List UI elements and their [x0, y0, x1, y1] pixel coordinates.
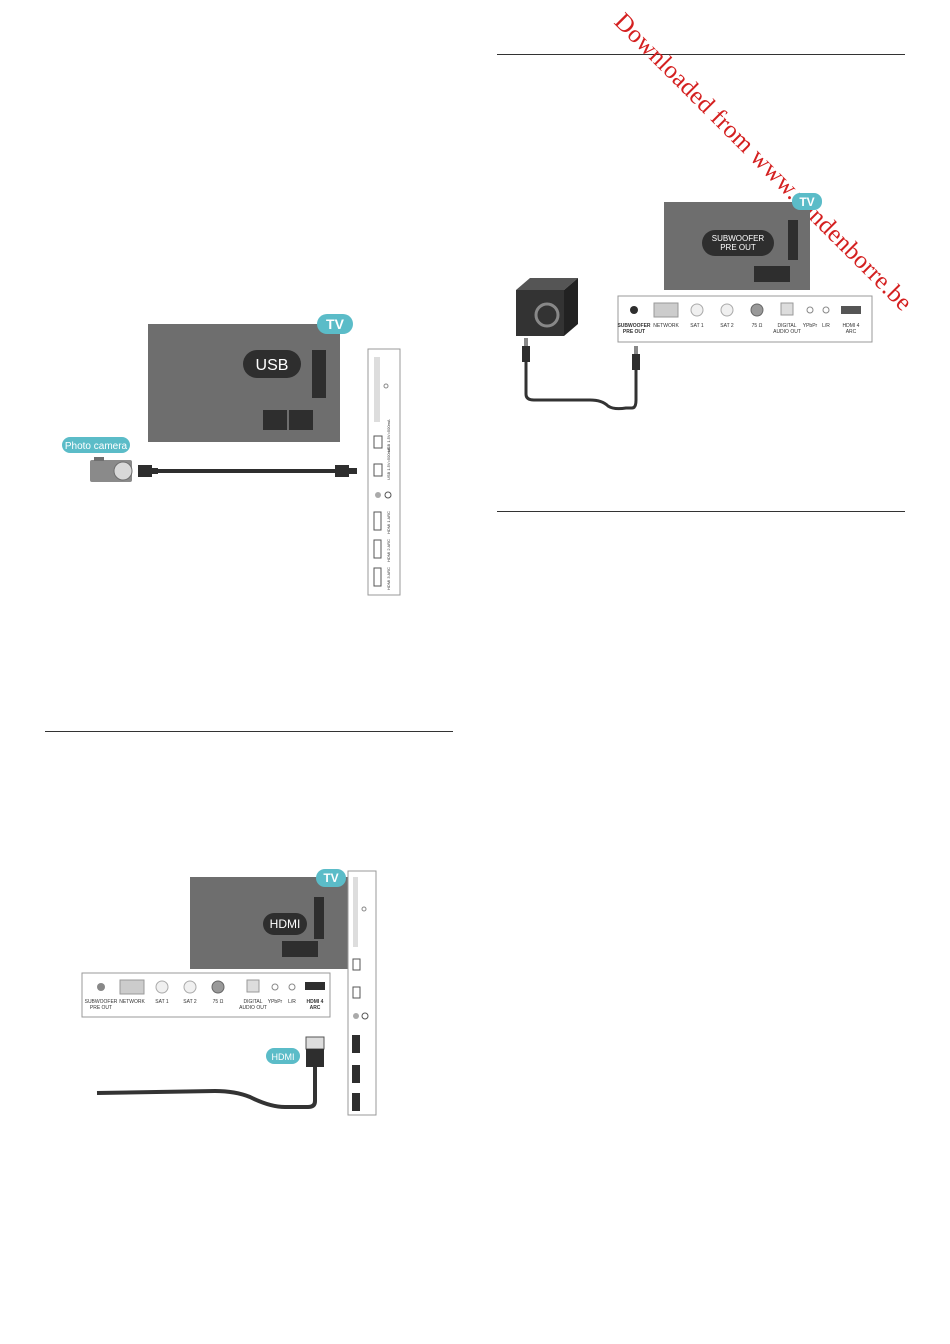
svg-text:YPbPr: YPbPr	[268, 999, 283, 1005]
tv-badge	[317, 314, 353, 334]
tv-badge-label: TV	[323, 871, 338, 885]
hdmi-port-label: HDMI	[270, 917, 301, 931]
svg-text:NETWORK: NETWORK	[653, 323, 679, 329]
usb-port-label: USB	[256, 357, 289, 374]
svg-text:SUBWOOFER: SUBWOOFER	[617, 323, 650, 329]
divider-mid-left	[45, 731, 453, 732]
subwoofer-icon	[516, 278, 578, 336]
svg-text:SAT 1: SAT 1	[690, 323, 704, 329]
hdmi-side-port-3	[373, 567, 382, 587]
hdmi-side-port-3-label: HDMI 3 ARC	[386, 567, 391, 590]
usb-cable	[138, 465, 357, 477]
usb-port-2	[373, 463, 383, 477]
hdmi-connection-diagram: TV HDMI SUBWOOFER PRE OUT NETWORK SAT 1 …	[81, 869, 377, 1116]
camera-label-pill	[62, 437, 130, 453]
usb-port-1-label: USB 1.5V=500mA	[386, 419, 391, 452]
usb-port-pill	[243, 350, 301, 378]
svg-text:DIGITAL: DIGITAL	[777, 323, 796, 329]
divider-mid-right	[497, 511, 905, 512]
divider-top-right	[497, 54, 905, 55]
side-port-panel	[367, 348, 401, 596]
rear-port-labels: SUBWOOFER PRE OUT NETWORK SAT 1 SAT 2 75…	[617, 323, 859, 335]
tv-badge	[316, 869, 346, 887]
hdmi-port-pill	[263, 913, 307, 935]
hdmi-cable-label: HDMI	[272, 1052, 295, 1062]
subwoofer-port-label-1: SUBWOOFER	[712, 234, 765, 243]
svg-text:HDMI 4: HDMI 4	[843, 323, 860, 329]
usb-port-1	[373, 435, 383, 449]
svg-text:L/R: L/R	[822, 323, 830, 329]
svg-text:ARC: ARC	[310, 1005, 321, 1011]
hdmi-cable	[96, 1067, 317, 1109]
photo-camera-icon	[90, 457, 133, 482]
usb-connection-diagram: TV USB USB 1.5V=500mA USB 1.5V=500mA HDM…	[62, 314, 401, 596]
camera-label: Photo camera	[65, 441, 128, 452]
tv-badge	[792, 193, 822, 210]
svg-text:DIGITAL: DIGITAL	[243, 999, 262, 1005]
hdmi-cable-label-pill	[266, 1048, 300, 1064]
hdmi-side-port-2-label: HDMI 2 ARC	[386, 539, 391, 562]
hdmi-side-port-1	[373, 511, 382, 531]
svg-text:SUBWOOFER: SUBWOOFER	[85, 999, 118, 1005]
svg-text:SAT 1: SAT 1	[155, 999, 169, 1005]
usb-port-2-label: USB 1.5V=500mA	[386, 447, 391, 480]
tv-side-slot	[312, 350, 326, 398]
svg-text:SAT 2: SAT 2	[720, 323, 734, 329]
audio-cable	[522, 338, 640, 411]
svg-text:PRE OUT: PRE OUT	[623, 329, 645, 335]
tv-badge-label: TV	[799, 195, 814, 209]
svg-text:PRE OUT: PRE OUT	[90, 1005, 112, 1011]
svg-text:SAT 2: SAT 2	[183, 999, 197, 1005]
svg-text:L/R: L/R	[288, 999, 296, 1005]
svg-text:75 Ω: 75 Ω	[752, 323, 763, 329]
svg-text:AUDIO OUT: AUDIO OUT	[773, 329, 801, 335]
subwoofer-connection-diagram: TV SUBWOOFER PRE OUT SUBWOOFER PRE OUT N…	[516, 193, 873, 411]
svg-text:75 Ω: 75 Ω	[213, 999, 224, 1005]
hdmi-side-port-2	[373, 539, 382, 559]
svg-text:YPbPr: YPbPr	[803, 323, 818, 329]
svg-text:ARC: ARC	[846, 329, 857, 335]
svg-text:NETWORK: NETWORK	[119, 999, 145, 1005]
svg-text:AUDIO OUT: AUDIO OUT	[239, 1005, 267, 1011]
svg-text:HDMI 4: HDMI 4	[307, 999, 324, 1005]
subwoofer-port-label-2: PRE OUT	[720, 243, 756, 252]
rear-port-panel	[81, 972, 331, 1018]
subwoofer-port-pill	[702, 230, 774, 256]
rear-port-labels: SUBWOOFER PRE OUT NETWORK SAT 1 SAT 2 75…	[85, 999, 324, 1011]
tv-badge-label: TV	[326, 316, 345, 332]
hdmi-side-port-1-label: HDMI 1 ARC	[386, 511, 391, 534]
